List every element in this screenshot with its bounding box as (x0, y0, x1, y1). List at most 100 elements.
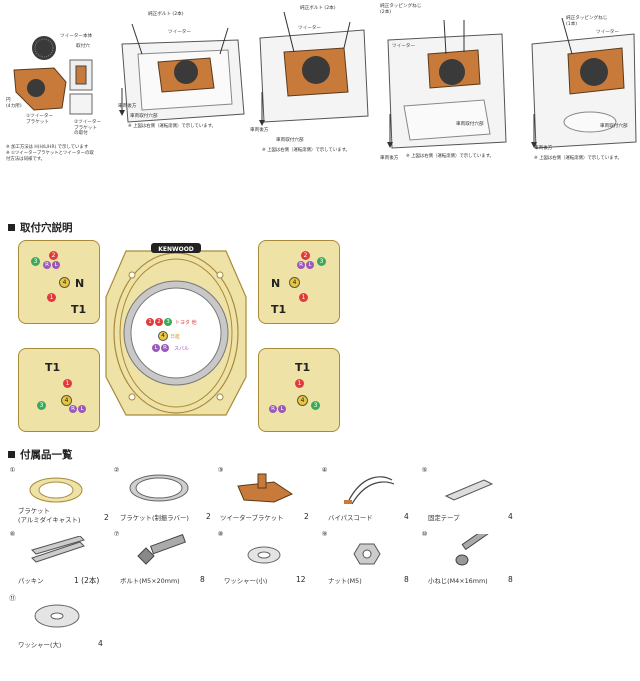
acc-item-11: ⑪ ワッシャー(大) 4 (8, 594, 112, 652)
acc-num: ⑨ (321, 530, 328, 538)
legend-num-2: 2 (155, 318, 163, 326)
step3-tweeter: ツイーター (298, 26, 321, 31)
step4-note: ※ 上図は右側（運転席側）で示しています。 (406, 154, 494, 159)
acc-num: ⑤ (421, 466, 428, 474)
step5-diagram (531, 17, 637, 149)
tl-num-L: L (52, 261, 60, 269)
bl-num-R: R (69, 405, 77, 413)
acc-num: ① (9, 466, 16, 474)
legend-toyota: 1 2 3 トヨタ 他 (146, 318, 197, 326)
step1-mount-hole: 取付穴 (76, 44, 90, 49)
acc-label: ボルト(M5×20mm) (120, 577, 180, 585)
step3-car-rear: 車両後方 (250, 128, 269, 133)
fixing-tape-icon (444, 479, 494, 501)
bolt-icon (137, 534, 186, 565)
acc-item-7: ⑦ ボルト(M5×20mm) 8 (112, 530, 216, 588)
legend-subaru-label: スバル (174, 345, 190, 352)
bracket-rubber-icon (129, 474, 189, 502)
step4-tweeter: ツイーター (392, 44, 415, 49)
tr-num-3: 3 (317, 257, 326, 266)
bl-num-4: 4 (61, 395, 72, 406)
step2-tweeter: ツイーター (168, 30, 191, 35)
tr-num-4: 4 (289, 277, 300, 288)
section-marker-icon (8, 451, 15, 458)
callout-top-left: 3 R L 2 4 1 N T1 (18, 240, 100, 324)
acc-num: ③ (217, 466, 224, 474)
acc-qty: 4 (508, 512, 513, 521)
tr-num-1: 1 (299, 293, 308, 302)
acc-label: 小ねじ(M4×16mm) (428, 577, 488, 585)
bl-letter-t1: T1 (45, 361, 61, 374)
step5-screw: 純正タッピングねじ (1本) (566, 16, 608, 27)
screw-icon (455, 534, 490, 566)
step4-diagram (387, 19, 507, 149)
legend-num-1: 1 (146, 318, 154, 326)
callout-top-right: 2 R L 3 4 1 N T1 (258, 240, 340, 324)
step4-car-rear: 車両後方 (380, 156, 399, 161)
br-num-4: 4 (297, 395, 308, 406)
br-num-R: R (269, 405, 277, 413)
br-num-1: 1 (295, 379, 304, 388)
accessories-title-text: 付属品一覧 (20, 449, 73, 461)
acc-item-1: ① ブラケット (アルミダイキャスト) 2 (8, 466, 112, 524)
step4-mount-hole: 車両取付穴部 (456, 122, 484, 127)
acc-label: ワッシャー(小) (224, 577, 268, 585)
acc-qty: 4 (98, 639, 103, 648)
step2-bolt: 純正ボルト (2本) (148, 12, 184, 17)
step1-mount-hole-sub: (4カ所) (6, 104, 22, 109)
acc-item-3: ③ ツイーターブラケット 2 (216, 466, 320, 524)
acc-label: パッキン (18, 577, 44, 585)
tr-letter-t1: T1 (271, 303, 287, 316)
step5-car-rear: 車両後方 (534, 146, 553, 151)
tl-letter-n: N (75, 277, 85, 290)
tl-num-2: 2 (49, 251, 58, 260)
acc-qty: 8 (404, 575, 409, 584)
step1-note: ※ 加工方法は H(H/L/HR) で示しています ※ ①ツイーターブラケットと… (6, 145, 94, 162)
section-marker-icon (8, 224, 15, 231)
bl-num-1: 1 (63, 379, 72, 388)
br-num-L: L (278, 405, 286, 413)
step5-tweeter: ツイーター (596, 30, 619, 35)
bypass-cord-icon (344, 476, 395, 505)
tr-num-L: L (306, 261, 314, 269)
tr-letter-n: N (271, 277, 281, 290)
bl-num-3: 3 (37, 401, 46, 410)
step2-car-rear: 車両後方 (118, 104, 137, 109)
acc-item-6: ⑥ パッキン 1 (2本) (8, 530, 112, 588)
center-bracket-diagram: KENWOOD (105, 243, 247, 416)
step2-diagram (119, 23, 245, 123)
acc-label: ツイーターブラケット (220, 514, 284, 522)
legend-num-R: R (161, 344, 169, 352)
acc-label: ブラケット(制振ラバー) (120, 514, 189, 522)
step3-diagram (259, 11, 369, 126)
install-steps-section: ツイーター本体 取付穴 円 (4カ所) ①ツイーター ブラケット ②ツイーター … (0, 0, 640, 175)
legend-num-3: 3 (164, 318, 172, 326)
legend-nissan-label: 日産 (170, 333, 181, 340)
acc-num: ② (113, 466, 120, 474)
legend-num-4: 4 (158, 331, 168, 341)
step1-diagram (13, 36, 93, 115)
acc-qty: 1 (2本) (74, 576, 100, 585)
tr-num-R: R (297, 261, 305, 269)
acc-num: ⑧ (217, 530, 224, 538)
br-num-3: 3 (311, 401, 320, 410)
tl-num-1: 1 (47, 293, 56, 302)
washer-large-icon (34, 604, 80, 628)
step1-circle-label: 円 (6, 98, 11, 103)
step4-screw: 純正タッピングねじ (2本) (380, 4, 422, 15)
tl-num-4: 4 (59, 277, 70, 288)
acc-qty: 4 (404, 512, 409, 521)
tl-num-R: R (43, 261, 51, 269)
acc-num: ⑩ (421, 530, 428, 538)
bl-num-L: L (78, 405, 86, 413)
acc-item-10: ⑩ 小ねじ(M4×16mm) 8 (420, 530, 524, 588)
bracket-alum-icon (29, 477, 83, 503)
acc-label: ブラケット (アルミダイキャスト) (18, 507, 81, 524)
acc-num: ④ (321, 466, 328, 474)
tl-letter-t1: T1 (71, 303, 87, 316)
acc-label: 固定テープ (428, 514, 460, 522)
step2-note: ※ 上図は右側（運転席側）で示しています。 (128, 124, 216, 129)
acc-item-9: ⑨ ナット(M5) 8 (320, 530, 424, 588)
acc-num: ⑥ (9, 530, 16, 538)
legend-num-L: L (152, 344, 160, 352)
